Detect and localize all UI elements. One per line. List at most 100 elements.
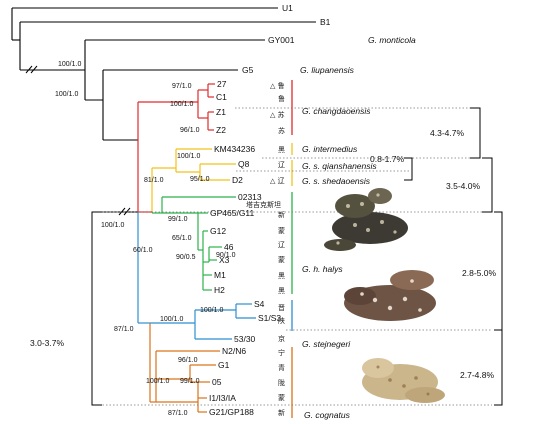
taxon-D2: D2 [232,175,243,185]
taxon-S1: S1/S3 [258,313,281,323]
support-sedaoensis: 81/1.0 [144,177,164,184]
support-87a: 87/1.0 [114,326,134,333]
region-27: △ 鲁 [270,81,285,90]
range-shedaoensis: 3.5-4.0% [446,181,480,191]
taxon-Z1: Z1 [216,107,226,117]
region-05: 陇 [278,378,285,387]
region-G1: 青 [278,363,285,372]
species-cognatus: G. cognatus [304,410,351,420]
region-labels: △ 鲁 鲁 △ 苏 苏 黑 辽 △ 辽 塔吉克斯坦 新 蒙 辽 蒙 黑 黑 晋 … [246,81,285,417]
species-shedaoensis: G. s. shedaoensis [302,176,371,186]
range-changdaoensis: 4.3-4.7% [430,128,464,138]
taxon-27: 27 [217,79,227,89]
taxon-GP465: GP465/G11 [210,208,255,218]
taxon-02313: 02313 [238,192,262,202]
support-intermedius-q: 100/1.0 [177,153,200,160]
region-X3: 蒙 [278,255,285,264]
support-90b: 90/0.5 [176,254,196,261]
region-D2: △ 辽 [270,177,285,185]
range-guides [92,107,492,406]
support-87b: 87/1.0 [168,410,188,417]
support-stejnegeri: 100/1.0 [160,316,183,323]
clade-cognatus [149,323,220,413]
taxon-53: 53/30 [234,334,256,344]
range-halys: 2.8-5.0% [462,268,496,278]
range-stejnegeri: 3.0-3.7% [30,338,64,348]
support-99b: 99/1.0 [180,378,200,385]
support-90a: 90/1.0 [216,252,236,259]
taxon-X3: X3 [219,255,230,265]
species-halys: G. h. halys [302,264,343,274]
taxon-G21: G21/GP188 [209,407,254,417]
snake-image-halys [324,188,408,251]
species-intermedius: G. intermedius [302,144,358,154]
range-cognatus: 2.7-4.8% [460,370,494,380]
region-N2: 宁 [278,348,285,357]
region-I1: 蒙 [278,393,285,402]
region-M1: 黑 [278,272,285,280]
region-Z1: △ 苏 [270,110,285,119]
taxon-S4: S4 [254,299,265,309]
taxon-Z2: Z2 [216,125,226,135]
support-halys-node: 100/1.0 [101,222,124,229]
junction-stej [137,212,150,324]
taxon-H2: H2 [214,285,225,295]
support-changdaoensis: 100/1.0 [170,101,193,108]
region-S4: 晋 [278,304,285,312]
support-s4: 100/1.0 [200,307,223,314]
species-labels: G. monticola G. liupanensis G. changdaoe… [300,35,416,420]
species-liupanensis: G. liupanensis [300,65,355,75]
species-changdaoensis: G. changdaoensis [302,106,371,116]
clade-stejnegeri [150,303,256,340]
taxon-G12: G12 [210,226,226,236]
region-C1: 鲁 [278,94,285,103]
support-z: 96/1.0 [180,127,200,134]
snake-image-stejnegeri [344,270,436,321]
region-G12: 蒙 [278,226,285,235]
support-values: 100/1.0 100/1.0 97/1.0 100/1.0 96/1.0 10… [55,61,236,417]
region-KM: 黑 [278,146,285,154]
taxon-Q8: Q8 [238,159,250,169]
taxon-U1: U1 [282,3,293,13]
region-53: 京 [278,334,285,343]
taxon-B1: B1 [320,17,331,27]
support-27: 97/1.0 [172,83,192,90]
taxa-labels: U1 B1 GY001 G5 27 C1 Z1 Z2 KM434236 Q8 D… [209,3,331,417]
taxon-46: 46 [224,242,234,252]
region-02313: 塔吉克斯坦 [246,200,281,209]
support-qd: 95/1.0 [190,176,210,183]
species-qianshanensis: G. s. qianshanensis [302,161,377,171]
support-60: 60/1.0 [133,247,153,254]
branch-break-mark [25,65,38,74]
clade-halys [152,196,236,291]
range-labels: 4.3-4.7% 0.8-1.7% 3.5-4.0% 2.8-5.0% 3.0-… [30,128,496,380]
region-46: 辽 [278,241,285,249]
region-S1: 陕 [278,316,285,325]
species-stejnegeri: G. stejnegeri [302,339,351,349]
branch-break-mark-2 [118,207,131,216]
taxon-M1: M1 [214,270,226,280]
region-H2: 黑 [278,287,285,295]
support-96: 96/1.0 [178,357,198,364]
species-monticola: G. monticola [368,35,416,45]
support-99: 99/1.0 [168,216,188,223]
taxon-05: 05 [212,377,222,387]
clade-changdaoensis [137,83,215,212]
support-cognatus-a: 100/1.0 [146,378,169,385]
support-65: 65/1.0 [172,235,192,242]
snake-image-cognatus [362,358,445,403]
region-Q8: 辽 [278,161,285,169]
taxon-G5: G5 [242,65,254,75]
taxon-N2: N2/N6 [222,346,246,356]
region-G21: 新 [278,408,285,417]
range-brackets [91,107,503,406]
taxon-G1: G1 [218,360,230,370]
region-GP: 新 [278,210,285,219]
support-root2: 100/1.0 [55,91,78,98]
taxon-GY001: GY001 [268,35,295,45]
support-gmont: 100/1.0 [58,61,81,68]
clade-intermedius [151,148,236,213]
taxon-C1: C1 [216,92,227,102]
